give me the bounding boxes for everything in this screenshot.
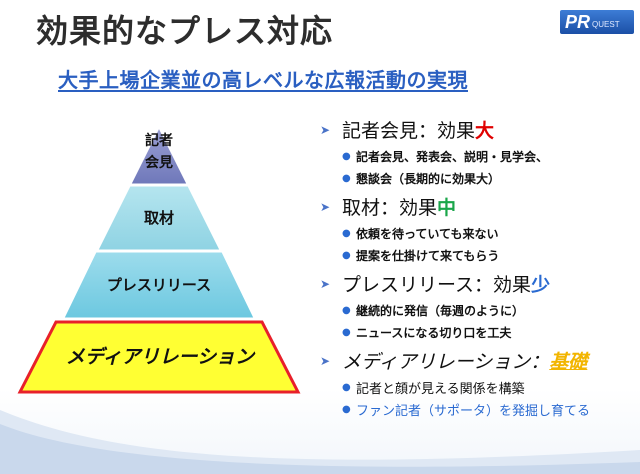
dot-bullet-icon: ● [342, 381, 351, 393]
section-interview: ➤ 取材：効果 中 [320, 191, 635, 222]
list-item-text: 記者会見、発表会、説明・見学会、 [356, 149, 549, 164]
section-highlight: 基礎 [549, 351, 588, 373]
list-item: ● 継続的に発信（毎週のように） [320, 299, 635, 321]
section-media-relations: ➤ メディアリレーション： 基礎 [320, 345, 635, 376]
pyramid-top-line2: 会見 [145, 155, 173, 171]
prquest-logo: PR QUEST [560, 10, 634, 34]
list-item-text: 継続的に発信（毎週のように） [356, 303, 525, 318]
dot-bullet-icon: ● [342, 172, 351, 184]
list-item: ● 記者と顔が見える関係を構築 [320, 376, 635, 398]
section-highlight: 大 [475, 120, 495, 142]
pyramid-level-top [130, 126, 188, 185]
dot-bullet-icon: ● [342, 304, 351, 316]
arrow-bullet-icon: ➤ [320, 276, 331, 291]
list-item: ● ニュースになる切り口を工夫 [320, 321, 635, 343]
section-title: プレスリリース：効果 [342, 274, 532, 296]
arrow-bullet-icon: ➤ [320, 199, 331, 214]
dot-bullet-icon: ● [342, 326, 351, 338]
bullet-list: ➤ 記者会見：効果 大 ● 記者会見、発表会、説明・見学会、 ● 懇談会（長期的… [320, 112, 635, 420]
arrow-bullet-icon: ➤ [320, 353, 331, 368]
pyramid-base-label: メディアリレーション [65, 346, 255, 368]
logo-pr-text: PR [565, 11, 591, 32]
list-item-text: ニュースになる切り口を工夫 [356, 325, 512, 340]
dot-bullet-icon: ● [342, 227, 351, 239]
pyramid-level-second [97, 185, 221, 251]
section-title: 取材：効果 [342, 197, 438, 219]
section-highlight: 少 [531, 274, 551, 296]
dot-bullet-icon: ● [342, 249, 351, 261]
section-title: 記者会見：効果 [342, 120, 476, 142]
pyramid-second-label: 取材 [143, 209, 174, 227]
pyramid-level-base [17, 320, 301, 394]
pyramid-top-label: 記者 会見 [131, 130, 187, 174]
decorative-swoosh [0, 410, 640, 474]
list-item: ● 懇談会（長期的に効果大） [320, 167, 635, 189]
list-item: ● 記者会見、発表会、説明・見学会、 [320, 145, 635, 167]
pyramid-third-label: プレスリリース [106, 276, 212, 294]
list-item-text: ファン記者（サポータ）を発掘し育てる [356, 403, 591, 419]
list-item-text: 記者と顔が見える関係を構築 [356, 381, 525, 397]
arrow-bullet-icon: ➤ [320, 122, 331, 137]
list-item-text: 依頼を待っていても来ない [356, 226, 499, 241]
list-item: ● 依頼を待っていても来ない [320, 222, 635, 244]
dot-bullet-icon: ● [342, 150, 351, 162]
section-title: メディアリレーション： [342, 351, 550, 373]
section-press-release: ➤ プレスリリース：効果 少 [320, 268, 635, 299]
section-highlight: 中 [437, 197, 457, 219]
logo-quest-text: QUEST [592, 20, 620, 29]
pyramid-top-line1: 記者 [145, 133, 173, 149]
list-item: ● 提案を仕掛けて来てもらう [320, 244, 635, 266]
list-item: ● ファン記者（サポータ）を発掘し育てる [320, 398, 635, 420]
pyramid-level-third [63, 251, 255, 319]
slide-subtitle: 大手上場企業並の高レベルな広報活動の実現 [58, 68, 468, 92]
dot-bullet-icon: ● [342, 403, 351, 415]
list-item-text: 懇談会（長期的に効果大） [356, 171, 501, 186]
list-item-text: 提案を仕掛けて来てもらう [356, 248, 500, 263]
section-press-conference: ➤ 記者会見：効果 大 [320, 114, 635, 145]
slide-title: 効果的なプレス対応 [36, 12, 334, 50]
